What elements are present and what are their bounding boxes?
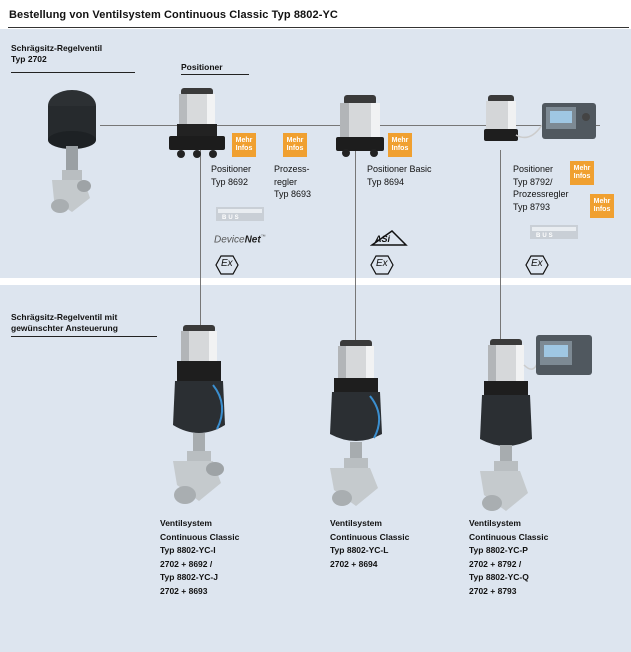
connector-line-8694 (355, 150, 356, 340)
ex-logo-text-3: Ex (531, 258, 543, 269)
mehr-infos-line1: Mehr (391, 136, 409, 144)
mehr-infos-badge-8793[interactable]: Mehr Infos (590, 194, 614, 218)
profibus-logo-icon-2 (530, 225, 578, 239)
option-8694-line2: Typ 8694 (367, 176, 405, 187)
ex-logo-text-1: Ex (221, 258, 233, 269)
bottom-heading-rule (11, 336, 157, 337)
system-3-line3: Typ 8802-YC-P (469, 545, 528, 555)
option-8694-line1: Positioner Basic (367, 164, 432, 174)
bottom-heading: Schrägsitz-Regelventil mit gewünschter A… (11, 312, 118, 334)
devicenet-logo-b: Net (244, 234, 261, 246)
system-3-line6: 2702 + 8793 (469, 585, 517, 596)
system-2-line4: 2702 + 8694 (330, 558, 378, 569)
mehr-infos-line1: Mehr (235, 136, 253, 144)
valve-heading: Schrägsitz-Regelventil Typ 2702 (11, 43, 102, 65)
title-underline (8, 27, 629, 28)
system-2-line2: Continuous Classic (330, 531, 410, 542)
ex-logo-icon-3: Ex (525, 255, 549, 275)
option-8792-line3: Prozessregler (513, 189, 569, 199)
mehr-infos-badge-8692[interactable]: Mehr Infos (232, 133, 256, 157)
system-2-line1: Ventilsystem (330, 518, 382, 528)
header-bar (0, 0, 631, 29)
positioner-8694-image (336, 95, 384, 157)
devicenet-logo-tm: ™ (260, 234, 266, 240)
mehr-infos-line2: Infos (593, 206, 611, 213)
ex-logo-icon-1: Ex (215, 255, 239, 275)
mehr-infos-line1: Mehr (573, 164, 591, 172)
system-1-line5: Typ 8802-YC-J (160, 572, 218, 582)
system-3-line4: 2702 + 8792 / (469, 558, 522, 569)
option-8693-line3: Typ 8693 (274, 189, 312, 199)
mehr-infos-badge-8694[interactable]: Mehr Infos (388, 133, 412, 157)
connector-line-8792 (500, 150, 501, 345)
system-1-line2: Continuous Classic (160, 531, 240, 542)
system-8802-yc-p-image (480, 335, 592, 511)
option-8693-line2: regler (274, 176, 298, 187)
system-3-line5: Typ 8802-YC-Q (469, 572, 529, 582)
bus-logo-text-2: BUS (536, 233, 555, 239)
option-8692-label: Positioner Typ 8692 (211, 163, 251, 188)
system-8802-yc-l-image (330, 340, 382, 506)
mehr-infos-badge-8792[interactable]: Mehr Infos (570, 161, 594, 185)
valve-heading-rule (11, 72, 135, 73)
mehr-infos-badge-8693[interactable]: Mehr Infos (283, 133, 307, 157)
asi-logo-text: ASi (375, 234, 391, 244)
bottom-heading-line2: gewünschter Ansteuerung (11, 323, 118, 333)
option-8792-line4: Typ 8793 (513, 201, 551, 212)
panel-divider (0, 278, 631, 285)
option-8792-line1: Positioner (513, 164, 554, 174)
bus-logo-text: BUS (222, 215, 241, 221)
option-8692-line2: Typ 8692 (211, 176, 249, 187)
mehr-infos-line1: Mehr (593, 197, 611, 205)
option-8693-label: Prozess- regler Typ 8693 (274, 163, 311, 201)
system-3-line2: Continuous Classic (469, 531, 549, 542)
mehr-infos-line2: Infos (573, 173, 591, 180)
system-1-line1: Ventilsystem (160, 518, 212, 528)
system-8802-yc-i-image (173, 325, 225, 504)
valve-heading-line1: Schrägsitz-Regelventil (11, 43, 103, 53)
bottom-panel (0, 285, 631, 652)
valve-heading-line2: Typ 2702 (11, 54, 47, 64)
option-8693-line1: Prozess- (274, 164, 310, 174)
mehr-infos-line2: Infos (286, 145, 304, 152)
system-1-line3: Typ 8802-YC-I (160, 545, 216, 555)
system-8802-yc-i-text: Ventilsystem Continuous Classic Typ 8802… (160, 517, 239, 598)
devicenet-logo-a: Device (214, 234, 245, 246)
option-8694-label: Positioner Basic Typ 8694 (367, 163, 432, 188)
page-title: Bestellung von Ventilsystem Continuous C… (9, 9, 338, 21)
option-8692-line1: Positioner (211, 164, 252, 174)
top-panel (0, 29, 631, 278)
system-8802-yc-p-text: Ventilsystem Continuous Classic Typ 8802… (469, 517, 548, 598)
option-8792-line2: Typ 8792/ (513, 176, 553, 187)
system-3-line1: Ventilsystem (469, 518, 521, 528)
mehr-infos-line2: Infos (391, 145, 409, 152)
ex-logo-icon-2: Ex (370, 255, 394, 275)
mehr-infos-line2: Infos (235, 145, 253, 152)
ex-logo-text-2: Ex (376, 258, 388, 269)
bottom-heading-line1: Schrägsitz-Regelventil mit (11, 312, 118, 322)
positioner-8692-image (169, 88, 225, 158)
option-8792-label: Positioner Typ 8792/ Prozessregler Typ 8… (513, 163, 569, 213)
system-2-line3: Typ 8802-YC-L (330, 545, 389, 555)
system-1-line4: 2702 + 8692 / (160, 558, 213, 569)
valve-2702-image (48, 90, 96, 213)
mehr-infos-line1: Mehr (286, 136, 304, 144)
system-1-line6: 2702 + 8693 (160, 585, 208, 596)
system-8802-yc-l-text: Ventilsystem Continuous Classic Typ 8802… (330, 517, 409, 571)
positioner-heading: Positioner (181, 62, 223, 72)
devicenet-logo: DeviceNet™ (214, 234, 266, 245)
profibus-logo-icon (216, 207, 264, 221)
connector-line-8692 (200, 150, 201, 335)
asi-logo-icon (370, 230, 408, 246)
positioner-heading-rule (181, 74, 249, 75)
positioner-8792-image (484, 95, 596, 141)
